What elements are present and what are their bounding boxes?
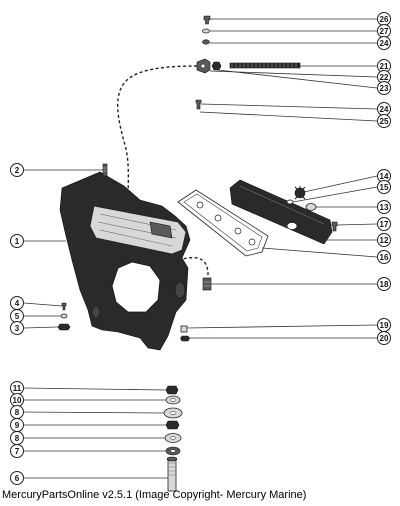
part-2-stud xyxy=(102,163,108,177)
callout-11: 11 xyxy=(10,381,24,395)
part-12-cover xyxy=(229,179,333,245)
part-20-nut xyxy=(180,335,190,342)
callout-label: 10 xyxy=(13,396,22,405)
callout-label: 23 xyxy=(380,84,389,93)
callout-label: 9 xyxy=(15,421,20,430)
part-4-screw xyxy=(61,302,67,311)
part-7-washer xyxy=(165,446,181,456)
part-24-washer xyxy=(202,39,210,45)
callout-label: 1 xyxy=(15,237,20,246)
callout-20: 20 xyxy=(377,331,391,345)
part-14-nut xyxy=(294,186,306,200)
callout-label: 19 xyxy=(380,321,389,330)
callout-27: 27 xyxy=(377,24,391,38)
part-3-nut xyxy=(57,323,71,331)
callout-label: 26 xyxy=(380,15,389,24)
part-22-fitting xyxy=(196,58,211,74)
callout-label: 16 xyxy=(380,253,389,262)
callout-8-lower: 8 xyxy=(10,431,24,445)
part-8-bushing-lower xyxy=(164,433,182,443)
part-9-nut xyxy=(165,420,180,430)
callout-label: 17 xyxy=(380,220,389,229)
callout-13: 13 xyxy=(377,200,391,214)
callout-17: 17 xyxy=(377,217,391,231)
callout-23: 23 xyxy=(377,81,391,95)
part-1-swivel-bracket xyxy=(59,171,191,351)
callout-label: 24 xyxy=(380,105,389,114)
part-5-washer xyxy=(60,313,68,319)
hose-dashed-line xyxy=(116,65,209,276)
leader-lines xyxy=(23,18,378,479)
callout-label: 27 xyxy=(380,27,389,36)
callout-5: 5 xyxy=(10,309,24,323)
callout-10: 10 xyxy=(10,393,24,407)
callout-4: 4 xyxy=(10,296,24,310)
part-21-stud xyxy=(229,62,301,69)
callout-24-top: 24 xyxy=(377,36,391,50)
part-8-bushing-upper xyxy=(163,407,183,419)
part-26-screw xyxy=(203,15,211,25)
callout-label: 11 xyxy=(13,384,22,393)
callout-label: 4 xyxy=(15,299,20,308)
callout-2: 2 xyxy=(10,163,24,177)
part-18-fitting xyxy=(202,277,212,291)
callout-label: 8 xyxy=(15,434,20,443)
callout-label: 5 xyxy=(15,312,20,321)
callout-12: 12 xyxy=(377,233,391,247)
top-hardware-group xyxy=(195,15,301,110)
part-10-washer xyxy=(165,395,181,405)
callout-label: 13 xyxy=(380,203,389,212)
callout-label: 18 xyxy=(380,280,389,289)
part-15-washer xyxy=(286,199,294,205)
callout-16: 16 xyxy=(377,250,391,264)
callout-3: 3 xyxy=(10,321,24,335)
callout-25: 25 xyxy=(377,114,391,128)
part-13-washer xyxy=(305,203,317,211)
copyright-caption: MercuryPartsOnline v2.5.1 (Image Copyrig… xyxy=(2,489,307,501)
callout-label: 15 xyxy=(380,183,389,192)
callout-6: 6 xyxy=(10,471,24,485)
callout-label: 24 xyxy=(380,39,389,48)
part-16-gasket xyxy=(177,189,269,257)
callout-24-lower: 24 xyxy=(377,102,391,116)
part-11-nut xyxy=(165,385,179,395)
callout-label: 8 xyxy=(15,408,20,417)
callout-label: 2 xyxy=(15,166,20,175)
part-24-screw xyxy=(195,99,202,110)
callout-9: 9 xyxy=(10,418,24,432)
callout-label: 3 xyxy=(15,324,20,333)
part-19-plug xyxy=(180,325,188,333)
callout-18: 18 xyxy=(377,277,391,291)
part-6-bolt xyxy=(166,456,178,492)
part-17-screw xyxy=(331,221,338,232)
callout-label: 20 xyxy=(380,334,389,343)
callout-label: 7 xyxy=(15,447,20,456)
callout-label: 12 xyxy=(380,236,389,245)
callout-15: 15 xyxy=(377,180,391,194)
callout-label: 6 xyxy=(15,474,20,483)
callout-1: 1 xyxy=(10,234,24,248)
callout-label: 21 xyxy=(380,62,389,71)
callout-label: 14 xyxy=(380,172,389,181)
callout-8-upper: 8 xyxy=(10,405,24,419)
callout-label: 22 xyxy=(380,73,389,82)
callout-label: 25 xyxy=(380,117,389,126)
part-23-nut xyxy=(211,61,222,71)
callout-7: 7 xyxy=(10,444,24,458)
part-27-washer xyxy=(202,28,210,34)
lower-stack-group xyxy=(163,385,183,492)
callout-26-top: 26 xyxy=(377,12,391,26)
callout-19: 19 xyxy=(377,318,391,332)
